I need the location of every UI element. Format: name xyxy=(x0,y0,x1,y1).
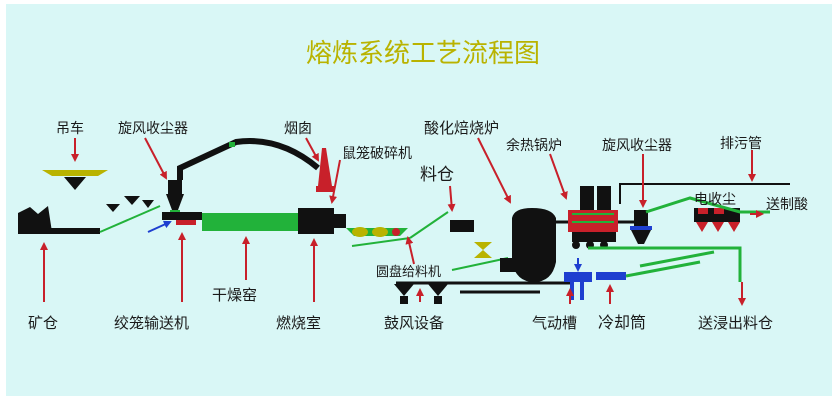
arrow-chimney xyxy=(305,137,319,162)
acid-roaster-furnace xyxy=(500,208,570,285)
label-blower: 鼓风设备 xyxy=(384,314,444,332)
label-disc-feeder: 圆盘给料机 xyxy=(376,264,441,280)
arrow-cage-crusher xyxy=(329,159,341,204)
flue-duct xyxy=(177,138,320,180)
small-hoppers xyxy=(106,196,154,212)
crane-equipment xyxy=(42,170,108,190)
label-drain-pipe: 排污管 xyxy=(720,136,762,152)
chimney-equipment xyxy=(318,148,332,186)
label-chimney: 烟囱 xyxy=(284,121,312,137)
screw-conveyor-equipment xyxy=(162,212,202,225)
label-screw-conveyor: 绞笼输送机 xyxy=(114,314,189,332)
label-cyclone-2: 旋风收尘器 xyxy=(602,138,672,154)
diagram-title: 熔炼系统工艺流程图 xyxy=(306,39,540,69)
inclined-belt-1 xyxy=(99,205,161,233)
arrow-material-bin xyxy=(447,185,456,212)
arrow-cyclone-1 xyxy=(144,137,167,180)
drain-line xyxy=(619,183,790,204)
cyclone-1-equipment xyxy=(166,180,184,214)
inclined-belt-2 xyxy=(409,211,449,239)
cyclone-2-equipment xyxy=(618,210,652,244)
label-cooling-drum: 冷却筒 xyxy=(598,313,646,332)
arrow-blue-feed xyxy=(147,220,172,233)
arrow-waste-heat-boiler xyxy=(549,153,568,200)
arrow-disc-feeder xyxy=(405,236,415,265)
blower-equipment xyxy=(394,281,540,304)
label-ore-bin: 矿仓 xyxy=(28,314,58,332)
combustion-chamber-equipment xyxy=(298,208,346,234)
label-to-leach-bin: 送浸出料仓 xyxy=(698,314,773,332)
cooling-drum-equipment xyxy=(596,250,715,280)
label-combustion-chamber: 燃烧室 xyxy=(276,314,321,332)
dryer-kiln-drum xyxy=(202,213,298,231)
label-cage-crusher: 鼠笼破碎机 xyxy=(342,145,412,162)
label-dryer-kiln: 干燥窑 xyxy=(212,286,257,304)
cage-crusher-equipment xyxy=(346,227,411,247)
label-pneumatic-trough: 气动槽 xyxy=(532,314,577,332)
label-to-acid: 送制酸 xyxy=(766,197,808,213)
label-crane: 吊车 xyxy=(56,120,84,137)
label-acid-roaster: 酸化焙烧炉 xyxy=(424,119,499,137)
arrow-acid-roaster xyxy=(477,137,511,204)
pneumatic-trough-equipment xyxy=(564,258,592,300)
label-material-bin: 料仓 xyxy=(420,165,454,185)
ore-bin-equipment xyxy=(18,206,100,234)
label-waste-heat-boiler: 余热锅炉 xyxy=(506,137,562,154)
label-cyclone-1: 旋风收尘器 xyxy=(118,121,188,137)
material-bin-equipment xyxy=(450,220,509,271)
collection-line-green xyxy=(588,246,742,282)
annotation-arrows xyxy=(40,137,764,306)
electro-dust-equipment xyxy=(694,208,740,232)
gas-duct-green xyxy=(645,196,770,214)
label-electro-dust: 电收尘 xyxy=(694,192,736,208)
